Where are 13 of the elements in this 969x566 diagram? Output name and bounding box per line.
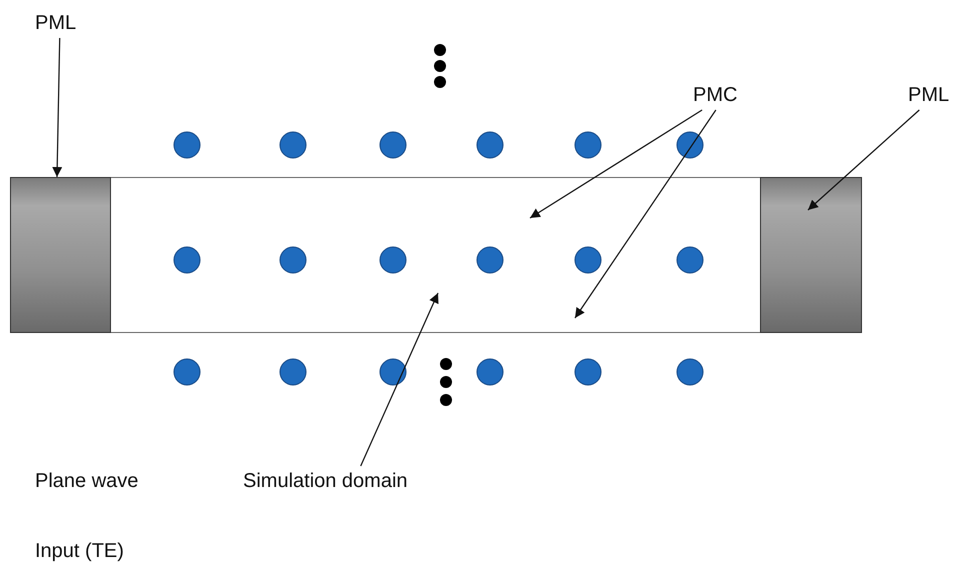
pml-block bbox=[760, 177, 862, 333]
region-label: PML bbox=[35, 8, 76, 38]
leader-arrow bbox=[808, 110, 920, 210]
leader-arrow bbox=[530, 110, 702, 218]
region-label: PML bbox=[908, 80, 950, 110]
leader-arrow bbox=[52, 38, 62, 178]
region-label: Simulation domain bbox=[243, 466, 408, 496]
source-label: Input (TE) bbox=[35, 539, 124, 564]
source-label: Plane wave bbox=[35, 469, 138, 494]
pml-block bbox=[10, 177, 111, 333]
region-label: PMC bbox=[693, 80, 738, 110]
leader-arrow bbox=[574, 110, 716, 318]
leader-arrow bbox=[360, 292, 439, 466]
